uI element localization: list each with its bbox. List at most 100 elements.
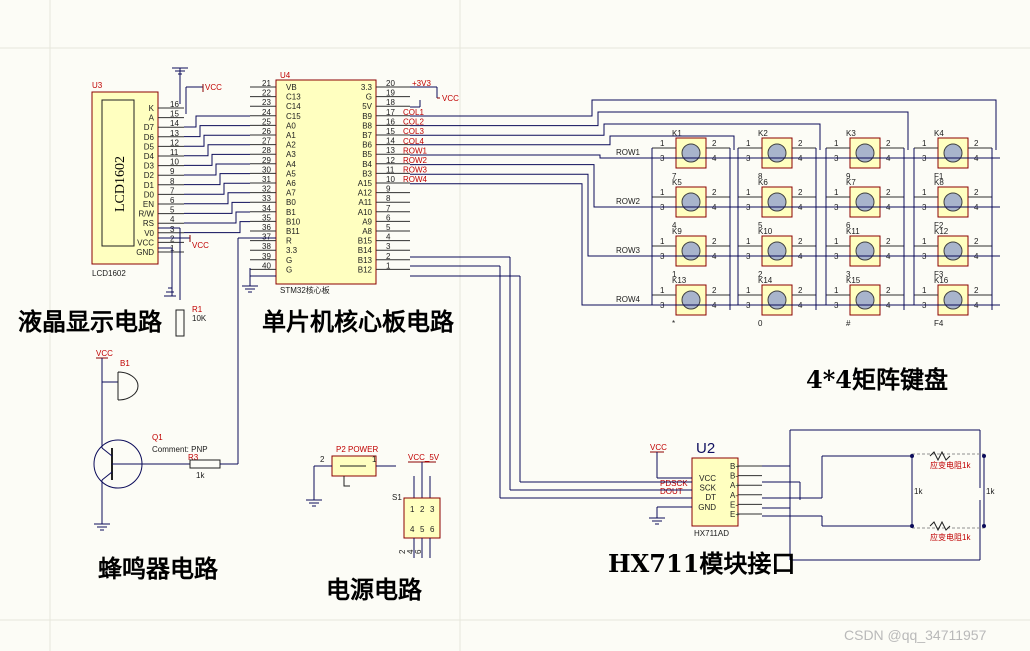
mcu-left-num: 28 (262, 146, 271, 155)
mcu-right-num: 19 (386, 89, 395, 98)
key-label: 8 (758, 172, 763, 181)
mcu-right-label: B4 (362, 160, 372, 169)
col-wire (410, 123, 821, 150)
lcd-pin-label: R/W (138, 210, 154, 219)
lcd-pin-label: V0 (144, 229, 154, 238)
net-3v3: +3V3 (412, 79, 431, 88)
key-pin: 1 (746, 139, 751, 148)
mcu-left-num: 22 (262, 89, 271, 98)
mcu-right-label: B6 (362, 141, 372, 150)
mcu-right-num: 2 (386, 252, 391, 261)
bus-wire (184, 201, 250, 214)
lcd-pin-label: A (149, 114, 155, 123)
lcd-pin-label: K (149, 104, 155, 113)
mcu-left-label: A6 (286, 179, 296, 188)
mcu-right-label: A10 (358, 208, 373, 217)
hx-name: HX711AD (694, 529, 729, 538)
key-pin: 1 (922, 237, 927, 246)
mcu-left-label: B11 (286, 227, 300, 236)
mcu-left-label: B0 (286, 198, 296, 207)
mcu-left-label: A3 (286, 150, 296, 159)
mcu-right-label: A8 (362, 227, 372, 236)
hx-left-label: GND (698, 503, 716, 512)
lcd-pin-label: D1 (144, 181, 155, 190)
mcu-right-label: B12 (358, 265, 373, 274)
mcu-left-label: A1 (286, 131, 296, 140)
mcu-left-num: 36 (262, 223, 271, 232)
title-mcu: 单片机核心板电路 (262, 307, 455, 336)
r3-val: 1k (196, 471, 205, 480)
bus-wire (184, 163, 250, 176)
key-cap (943, 290, 963, 310)
lcd-mcu-bus (184, 115, 250, 234)
power-component[interactable]: P2 POWER 2 1 VCC_5V S1 1 2 3 4 5 6 2 4 6 (306, 445, 441, 558)
key-ref: K12 (934, 227, 949, 236)
mcu-net-col3: COL3 (403, 127, 424, 136)
net-dout: DOUT (660, 487, 683, 496)
key-label: 9 (846, 172, 851, 181)
key-pin: 2 (974, 188, 979, 197)
hx-left-label: VCC (699, 474, 716, 483)
mcu-left-num: 33 (262, 194, 271, 203)
mcu-right-num: 8 (386, 194, 391, 203)
buzzer-ref: B1 (120, 359, 130, 368)
key-ref: K6 (758, 178, 768, 187)
mcu-left-label: A0 (286, 121, 296, 130)
lcd-pin-label: D4 (144, 152, 155, 161)
mcu-left-label: B10 (286, 217, 301, 226)
lcd-pin-label: D5 (144, 142, 155, 151)
hx-right-label: B+ (730, 462, 740, 471)
mcu-net-col2: COL2 (403, 118, 424, 127)
mcu-left-label: C15 (286, 112, 301, 121)
lcd-name: LCD1602 (92, 269, 126, 278)
key-ref: K11 (846, 227, 860, 236)
mcu-right-num: 15 (386, 127, 395, 136)
key-label: 2 (758, 270, 763, 279)
lcd-pin-num: 5 (170, 206, 175, 215)
buzzer-component[interactable]: VCC B1 Q1 Comment: PNP R3 1k (93, 237, 276, 531)
key-pin: 1 (660, 237, 665, 246)
lcd-pin-label: D7 (144, 123, 155, 132)
key-ref: K14 (758, 276, 773, 285)
mcu-left-num: 23 (262, 98, 271, 107)
hx-vcc: VCC (650, 443, 667, 452)
bridge-right: 1k (986, 487, 995, 496)
key-pin: 2 (886, 237, 891, 246)
key-pin: 1 (922, 188, 927, 197)
lcd-pin-num: 4 (170, 215, 175, 224)
key-label: F4 (934, 319, 944, 328)
bridge-left: 1k (914, 487, 923, 496)
mcu-net-row2: ROW2 (403, 156, 428, 165)
mcu-right-num: 14 (386, 137, 395, 146)
lcd-pin-num: 15 (170, 110, 179, 119)
title-lcd: 液晶显示电路 (18, 307, 163, 336)
bus-wire (184, 153, 250, 166)
hx-right-label: E+ (730, 510, 740, 519)
key-pin: 1 (746, 286, 751, 295)
key-pin: 2 (798, 286, 803, 295)
mcu-net-row1: ROW1 (403, 146, 428, 155)
